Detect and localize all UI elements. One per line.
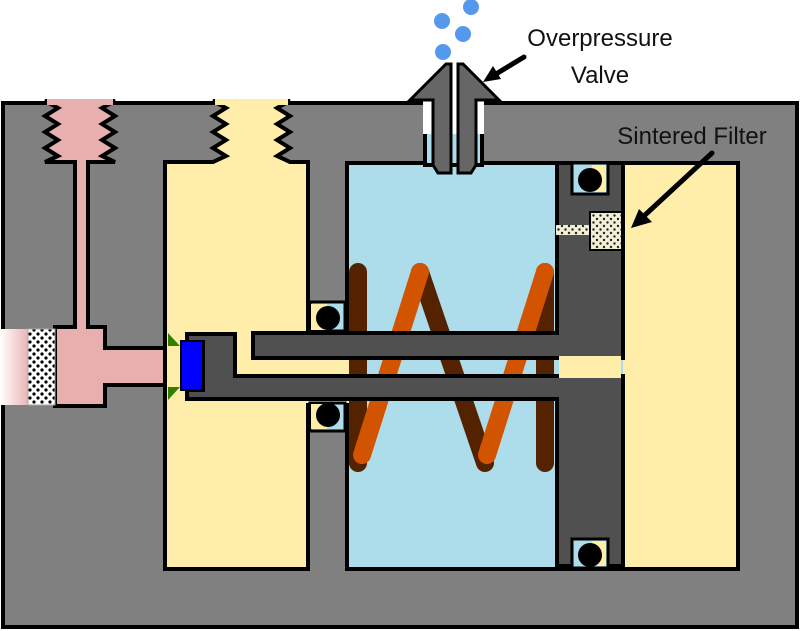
o-ring-piston-top	[570, 161, 610, 196]
sintered-filter-label: Sintered Filter	[617, 123, 766, 150]
o-ring-lower-wall	[308, 401, 347, 433]
overpressure-valve-label-line2: Valve	[571, 62, 629, 89]
vent-channel	[556, 225, 592, 235]
filter-arrow	[631, 150, 715, 228]
valve-arrow	[483, 54, 527, 82]
spring	[349, 263, 554, 472]
inlet-filter	[27, 328, 56, 406]
reference-chamber	[623, 165, 736, 567]
overpressure-valve-label-line1: Overpressure	[527, 25, 672, 52]
valve-seat	[168, 333, 180, 346]
overpressure-valve	[406, 62, 503, 175]
valve-seal	[180, 340, 204, 391]
sintered-filter	[589, 211, 623, 251]
o-ring-upper-wall	[308, 300, 347, 333]
gas-bubbles	[434, 0, 479, 60]
o-ring-piston-bottom	[570, 537, 610, 570]
